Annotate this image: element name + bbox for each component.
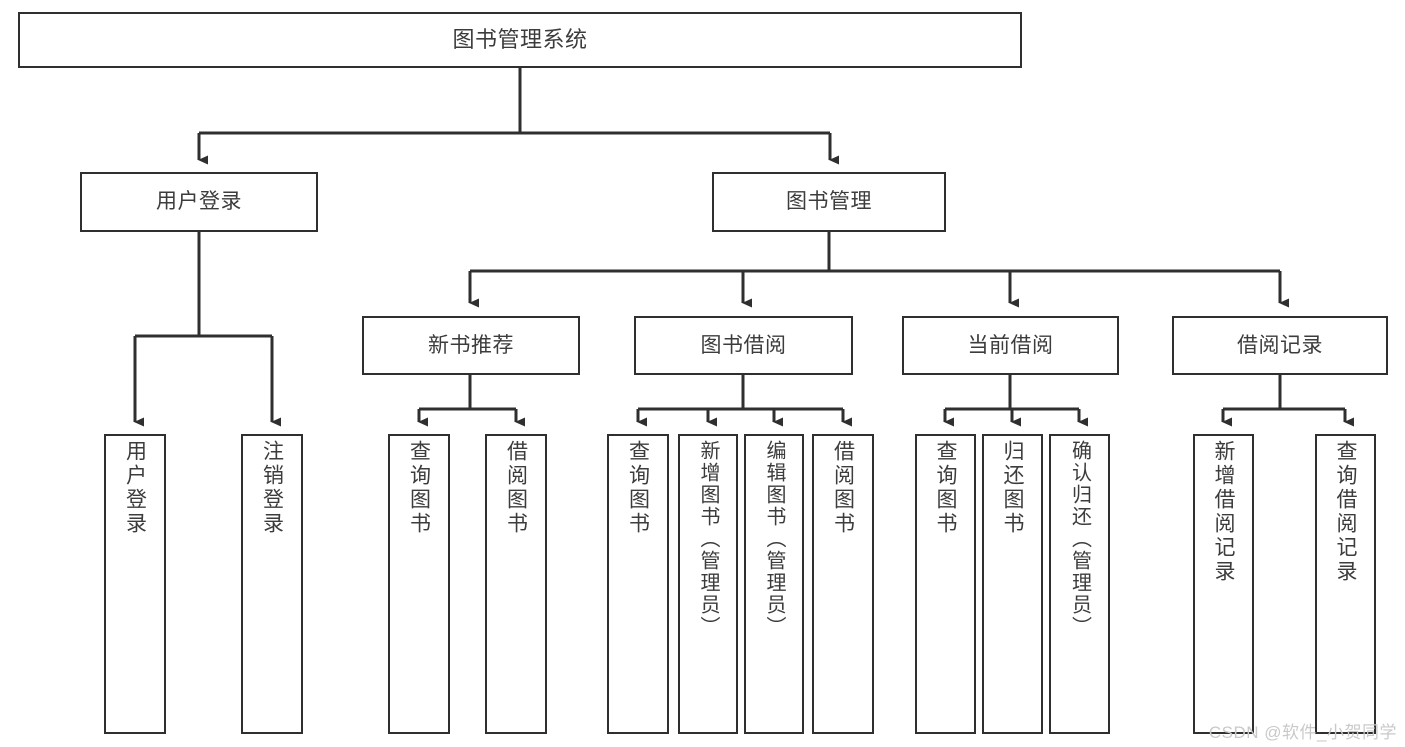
node-leaf-return-book-label: 归还图书 (1001, 440, 1024, 536)
node-new-book-recommend[interactable]: 新书推荐 (362, 316, 580, 375)
node-leaf-borrow-book-recommend[interactable]: 借阅图书 (485, 434, 547, 734)
node-leaf-borrow-book[interactable]: 借阅图书 (812, 434, 874, 734)
node-leaf-borrow-book-recommend-label: 借阅图书 (504, 440, 528, 536)
node-leaf-query-book-current[interactable]: 查询图书 (915, 434, 976, 734)
node-borrow-record-label: 借阅记录 (1237, 333, 1323, 357)
node-root-label: 图书管理系统 (452, 26, 588, 52)
node-leaf-add-book-admin-label: 新增图书（管理员） (697, 440, 719, 638)
node-leaf-query-book-borrow-label: 查询图书 (626, 440, 650, 536)
node-leaf-query-book-recommend[interactable]: 查询图书 (388, 434, 450, 734)
node-leaf-edit-book-admin-label: 编辑图书（管理员） (763, 440, 785, 638)
node-leaf-borrow-book-label: 借阅图书 (831, 440, 855, 536)
node-leaf-confirm-return-admin[interactable]: 确认归还（管理员） (1049, 434, 1110, 734)
node-leaf-add-borrow-record-label: 新增借阅记录 (1212, 440, 1235, 584)
node-leaf-query-book-current-label: 查询图书 (934, 440, 957, 536)
csdn-watermark: CSDN @软件_小贺同学 (1208, 723, 1397, 742)
node-leaf-query-borrow-record-label: 查询借阅记录 (1334, 440, 1357, 584)
node-leaf-add-borrow-record[interactable]: 新增借阅记录 (1193, 434, 1254, 734)
node-current-borrow[interactable]: 当前借阅 (902, 316, 1119, 375)
node-user-login-label: 用户登录 (156, 190, 242, 214)
node-user-login[interactable]: 用户登录 (80, 172, 318, 232)
node-leaf-query-book-borrow[interactable]: 查询图书 (607, 434, 669, 734)
node-leaf-user-login[interactable]: 用户登录 (104, 434, 166, 734)
node-new-book-recommend-label: 新书推荐 (428, 333, 514, 357)
node-book-manage-label: 图书管理 (786, 190, 872, 214)
node-leaf-query-borrow-record[interactable]: 查询借阅记录 (1315, 434, 1376, 734)
node-leaf-return-book[interactable]: 归还图书 (982, 434, 1043, 734)
node-borrow-record[interactable]: 借阅记录 (1172, 316, 1388, 375)
node-book-borrow-label: 图书借阅 (700, 333, 787, 357)
node-leaf-user-logout[interactable]: 注销登录 (241, 434, 303, 734)
node-current-borrow-label: 当前借阅 (967, 333, 1054, 357)
node-leaf-user-login-label: 用户登录 (123, 440, 147, 536)
node-leaf-user-logout-label: 注销登录 (260, 440, 284, 536)
node-leaf-edit-book-admin[interactable]: 编辑图书（管理员） (744, 434, 804, 734)
node-book-manage[interactable]: 图书管理 (712, 172, 946, 232)
node-book-borrow[interactable]: 图书借阅 (634, 316, 853, 375)
node-leaf-add-book-admin[interactable]: 新增图书（管理员） (678, 434, 738, 734)
node-leaf-confirm-return-admin-label: 确认归还（管理员） (1068, 440, 1091, 638)
node-root[interactable]: 图书管理系统 (18, 12, 1022, 68)
node-leaf-query-book-recommend-label: 查询图书 (407, 440, 431, 536)
